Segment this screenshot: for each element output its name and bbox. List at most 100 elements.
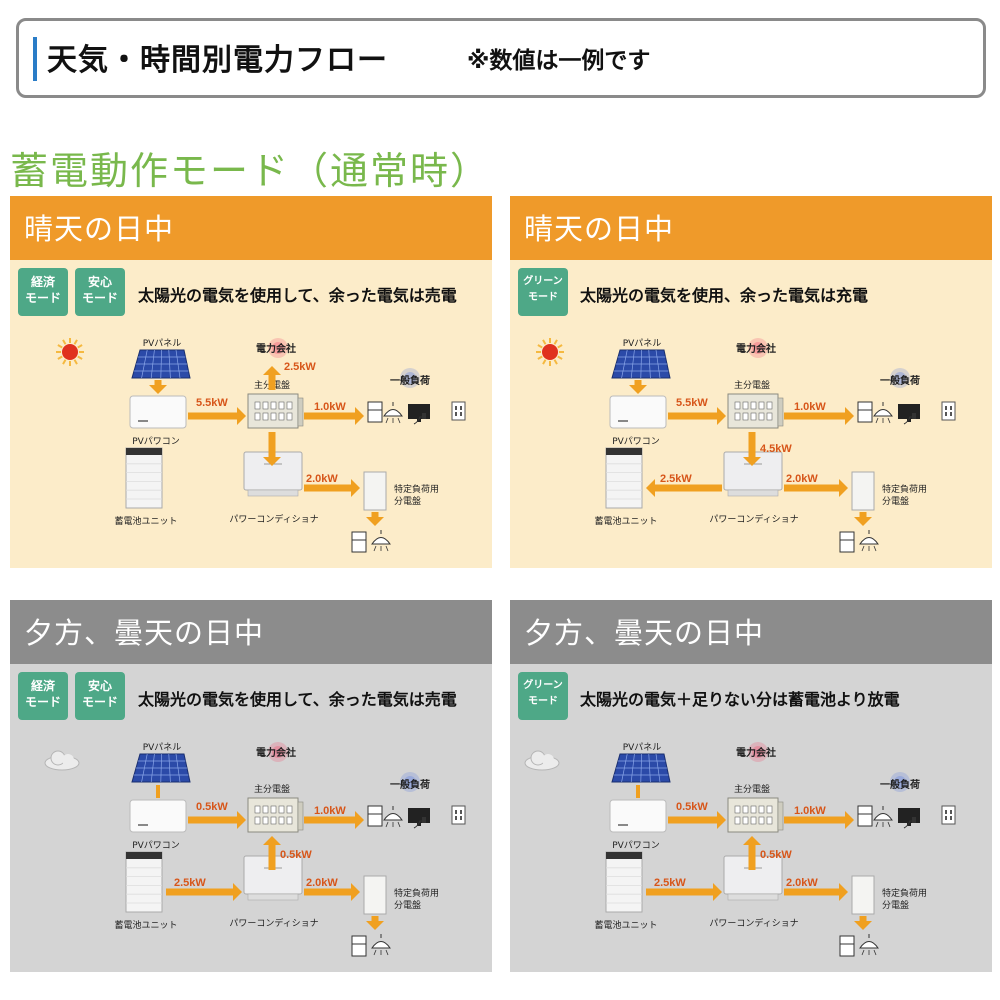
specific-board-label-1: 特定負荷用: [394, 887, 439, 899]
main-distribution-board-icon: [727, 797, 784, 833]
refrigerator-icon: [839, 531, 855, 553]
pv-power-conditioner-icon: [609, 799, 667, 833]
battery-unit-icon: [605, 851, 643, 913]
kw-board-to-load: 1.0kW: [314, 805, 346, 817]
arrow-panel-to-pcs: [629, 380, 647, 394]
general-load-label: 一般負荷: [880, 374, 920, 387]
arrow-pcs-to-specific: [784, 479, 848, 497]
specific-board-label-1: 特定負荷用: [882, 483, 927, 495]
power-conditioner-label: パワーコンディショナ: [709, 513, 798, 525]
arrow-board-to-pcs: [263, 432, 281, 466]
mode-badge: グリーン モード: [518, 672, 568, 720]
utility-label: 電力会社: [736, 746, 776, 759]
pv-power-conditioner-icon: [129, 395, 187, 429]
arrow-pcs-to-battery: [646, 479, 722, 497]
kw-board-to-load: 1.0kW: [314, 401, 346, 413]
power-conditioner-icon: [243, 855, 303, 901]
specific-board-label-1: 特定負荷用: [882, 887, 927, 899]
specific-board-label-1: 特定負荷用: [394, 483, 439, 495]
arrow-board-to-load: [784, 811, 854, 829]
refrigerator-icon: [351, 531, 367, 553]
outlet-icon: [451, 805, 466, 825]
ceiling-light-icon: [383, 402, 403, 424]
pv-panel-icon: [131, 349, 191, 379]
cloud-icon: [44, 750, 80, 771]
load-glow: [890, 772, 910, 792]
page-title: 天気・時間別電力フロー: [47, 43, 388, 78]
load-glow: [890, 368, 910, 388]
main-board-label: 主分電盤: [734, 379, 770, 391]
battery-label: 蓄電池ユニット: [594, 515, 657, 527]
pv-pcs-label: PVパワコン: [612, 436, 660, 447]
plug-icon: [413, 413, 426, 425]
refrigerator-icon: [857, 401, 873, 423]
mode-description: 太陽光の電気を使用、余った電気は充電: [580, 286, 869, 305]
kw-pv-to-board: 5.5kW: [676, 397, 708, 409]
arrow-panel-to-pcs: [149, 380, 167, 394]
load-glow: [400, 368, 420, 388]
refrigerator-icon: [367, 401, 383, 423]
refrigerator-icon: [351, 935, 367, 957]
refrigerator-icon: [857, 805, 873, 827]
outlet-icon: [451, 401, 466, 421]
kw-pcs-to-specific: 2.0kW: [786, 473, 818, 485]
main-distribution-board-icon: [247, 797, 304, 833]
pv-power-conditioner-icon: [129, 799, 187, 833]
utility-glow: [268, 742, 288, 762]
cloud-icon: [524, 750, 560, 771]
pv-panel-label: PVパネル: [143, 338, 182, 349]
mode-description: 太陽光の電気＋足りない分は蓄電池より放電: [580, 690, 900, 709]
ceiling-light-icon: [859, 934, 879, 956]
ceiling-light-icon: [859, 530, 879, 552]
kw-board-to-utility: 2.5kW: [284, 361, 316, 373]
refrigerator-icon: [367, 805, 383, 827]
utility-label: 電力会社: [256, 746, 296, 759]
battery-label: 蓄電池ユニット: [114, 515, 177, 527]
arrow-pcs-to-board: [743, 836, 761, 870]
mode-badge: 経済 モード: [18, 672, 68, 720]
power-conditioner-icon: [243, 451, 303, 497]
kw-pv-to-board: 0.5kW: [676, 801, 708, 813]
header-accent-bar: [33, 37, 37, 81]
mode-badge: 安心 モード: [75, 268, 125, 316]
power-flow-diagram: PVパネルPVパワコン電力会社主分電盤一般負荷5.5kW2.5kW1.0kWパワ…: [56, 338, 466, 553]
arrow-pcs-to-board: [263, 836, 281, 870]
arrow-battery-to-pcs: [646, 883, 722, 901]
kw-pv-to-board: 0.5kW: [196, 801, 228, 813]
power-conditioner-label: パワーコンディショナ: [709, 917, 798, 929]
arrow-board-to-load: [784, 407, 854, 425]
battery-unit-icon: [125, 851, 163, 913]
specific-load-board-icon: [851, 875, 875, 915]
section-title: 蓄電動作モード（通常時）: [10, 149, 491, 193]
arrow-board-to-load: [304, 407, 364, 425]
pv-panel-icon: [131, 753, 191, 783]
battery-unit-icon: [125, 447, 163, 509]
ceiling-light-icon: [371, 530, 391, 552]
pv-pcs-label: PVパワコン: [132, 436, 180, 447]
main-board-label: 主分電盤: [254, 783, 290, 795]
arrow-pvpcs-to-board: [668, 811, 726, 829]
arrow-pvpcs-to-board: [188, 811, 246, 829]
specific-board-label-2: 分電盤: [394, 899, 421, 911]
kw-pcs-to-specific: 2.0kW: [786, 877, 818, 889]
plug-icon: [903, 817, 916, 829]
utility-label: 電力会社: [256, 342, 296, 355]
pv-panel-icon: [611, 753, 671, 783]
kw-pcs-to-battery: 2.5kW: [660, 473, 692, 485]
ceiling-light-icon: [873, 806, 893, 828]
arrow-board-to-load: [304, 811, 364, 829]
main-distribution-board-icon: [247, 393, 304, 429]
mode-description: 太陽光の電気を使用して、余った電気は売電: [138, 286, 457, 305]
battery-unit-icon: [605, 447, 643, 509]
refrigerator-icon: [839, 935, 855, 957]
general-load-label: 一般負荷: [390, 778, 430, 791]
arrow-pcs-to-specific: [784, 883, 848, 901]
specific-load-board-icon: [851, 471, 875, 511]
pv-panel-label: PVパネル: [623, 742, 662, 753]
plug-icon: [413, 817, 426, 829]
header-note: ※数値は一例です: [467, 48, 651, 74]
